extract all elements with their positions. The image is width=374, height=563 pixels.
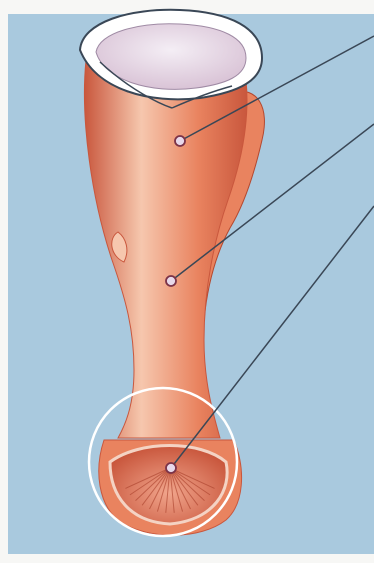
callout-marker-3 bbox=[166, 463, 176, 473]
callout-marker-1 bbox=[175, 136, 185, 146]
callout-marker-2 bbox=[166, 276, 176, 286]
